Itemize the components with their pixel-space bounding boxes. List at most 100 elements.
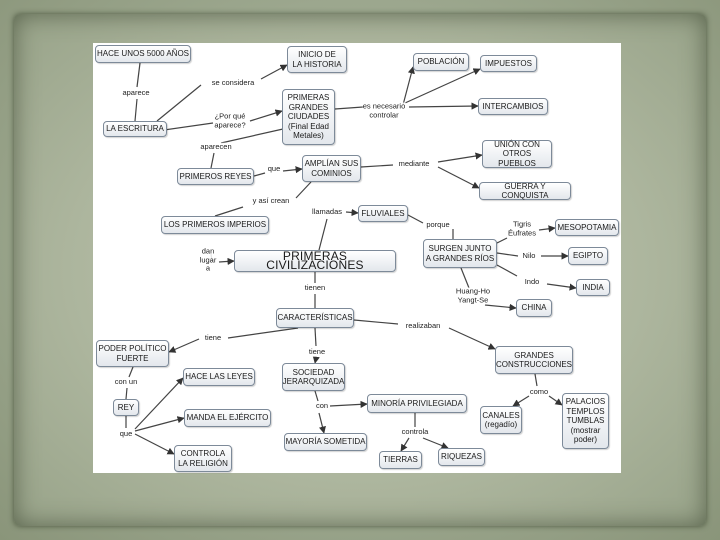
label-dan-lugar: dan lugar a	[199, 246, 217, 273]
node-mesopotamia: MESOPOTAMIA	[555, 219, 619, 236]
node-rey: REY	[113, 399, 139, 416]
connector-line	[408, 102, 479, 110]
connector-line	[460, 267, 470, 289]
node-fluviales: FLUVIALES	[358, 205, 408, 222]
label-aparece: aparece	[122, 87, 150, 98]
connector-line	[136, 62, 141, 88]
concept-map: HACE UNOS 5000 AÑOS INICIO DE LA HISTORI…	[93, 43, 621, 473]
connector-line	[484, 303, 517, 311]
connector-line	[548, 395, 563, 406]
connector-line	[512, 395, 530, 407]
node-surgen-rios: SURGEN JUNTO A GRANDES RÍOS	[423, 239, 497, 268]
label-controla: controla	[401, 426, 429, 437]
connector-line	[402, 66, 415, 106]
label-huang: Huang-Ho Yangt-Se	[455, 286, 491, 305]
connector-line	[314, 327, 317, 347]
label-que-1: que	[267, 163, 281, 174]
label-mediante: mediante	[398, 158, 430, 169]
connector-line	[407, 214, 424, 224]
node-impuestos: IMPUESTOS	[480, 55, 537, 72]
connector-line	[318, 218, 328, 251]
node-hace-leyes: HACE LAS LEYES	[183, 368, 255, 386]
node-sociedad-jerarquizada: SOCIEDAD JERARQUIZADA	[282, 363, 345, 391]
connector-line	[218, 257, 235, 266]
connector-line	[404, 68, 481, 104]
label-y-asi-crean: y así crean	[252, 195, 290, 206]
connector-line	[134, 416, 185, 432]
connector-line	[360, 164, 394, 168]
label-que-2: que	[119, 428, 133, 439]
connector-line	[282, 166, 303, 174]
node-canales: CANALES (regadío)	[480, 406, 522, 434]
label-tigris: Tigris Éufrates	[508, 219, 536, 238]
connector-line	[134, 377, 184, 430]
node-amplian-cominios: AMPLÍAN SUS COMINIOS	[302, 155, 361, 182]
connector-line	[334, 106, 364, 110]
node-primeras-ciudades: PRIMERAS GRANDES CIUDADES (Final Edad Me…	[282, 89, 335, 145]
connector-line	[318, 412, 326, 434]
connector-line	[253, 172, 266, 177]
node-poder-politico: PODER POLÍTICO FUERTE	[96, 340, 169, 367]
node-caracteristicas: CARACTERÍSTICAS	[276, 308, 354, 328]
connector-line	[134, 98, 138, 122]
node-grandes-construcciones: GRANDES CONSTRUCCIONES	[495, 346, 573, 374]
node-tierras: TIERRAS	[379, 451, 422, 469]
connector-line	[496, 264, 518, 277]
node-riquezas: RIQUEZAS	[438, 448, 485, 466]
node-poblacion: POBLACIÓN	[413, 53, 469, 71]
label-porque: porque	[426, 219, 450, 230]
connector-line	[345, 208, 359, 217]
connector-line	[249, 109, 283, 122]
label-tienen: tienen	[304, 282, 326, 293]
node-china: CHINA	[516, 299, 552, 317]
node-intercambios: INTERCAMBIOS	[478, 98, 548, 115]
node-primeros-imperios: LOS PRIMEROS IMPERIOS	[161, 216, 269, 234]
connector-line	[227, 327, 299, 339]
label-realizaban: realizaban	[405, 320, 441, 331]
connector-line	[496, 252, 519, 257]
label-tiene-2: tiene	[308, 346, 326, 357]
connector-line	[314, 390, 319, 402]
node-union-pueblos: UNIÓN CON OTROS PUEBLOS	[482, 140, 552, 168]
node-india: INDIA	[576, 279, 610, 296]
connector-line	[156, 84, 202, 122]
connector-line	[329, 400, 368, 408]
label-con-un: con un	[114, 376, 138, 387]
label-tiene-1: tiene	[204, 332, 222, 343]
node-palacios: PALACIOS TEMPLOS TUMBLAS (mostrar poder)	[562, 393, 609, 449]
connector-line	[134, 433, 175, 455]
label-se-considera: se considera	[211, 77, 255, 88]
connector-line	[448, 327, 496, 350]
connector-line	[496, 237, 508, 244]
node-egipto: EGIPTO	[568, 247, 608, 265]
label-nilo: Nilo	[522, 250, 536, 261]
connector-line	[128, 366, 134, 378]
connector-line	[312, 355, 320, 364]
node-guerra-conquista: GUERRA Y CONQUISTA	[479, 182, 571, 200]
node-hace-5000: HACE UNOS 5000 AÑOS	[95, 45, 191, 63]
label-es-necesario: es necesario controlar	[362, 101, 406, 120]
label-por-que: ¿Por qué aparece?	[214, 111, 246, 130]
label-con: con	[315, 400, 329, 411]
label-como: como	[529, 386, 549, 397]
connector-line	[422, 437, 449, 449]
connector-line	[168, 338, 200, 353]
connector-line	[210, 152, 215, 169]
connector-line	[437, 152, 483, 163]
connector-line	[353, 319, 399, 325]
connector-line	[546, 283, 577, 291]
connector-line	[214, 206, 244, 217]
connector-lines	[125, 62, 577, 455]
node-primeras-civilizaciones: PRIMERAS CIVILIZACIONES	[234, 250, 396, 272]
node-manda-ejercito: MANDA EL EJÉRCITO	[184, 409, 271, 427]
node-minoria-privilegiada: MINORÍA PRIVILEGIADA	[367, 394, 467, 413]
connector-line	[437, 166, 480, 189]
node-inicio-historia: INICIO DE LA HISTORIA	[287, 46, 347, 73]
node-controla-religion: CONTROLA LA RELIGIÓN	[174, 445, 232, 472]
connector-line	[538, 225, 556, 233]
connector-line	[534, 373, 538, 387]
connector-line	[400, 437, 410, 452]
connector-line	[260, 64, 288, 80]
node-escritura: LA ESCRITURA	[103, 121, 167, 137]
